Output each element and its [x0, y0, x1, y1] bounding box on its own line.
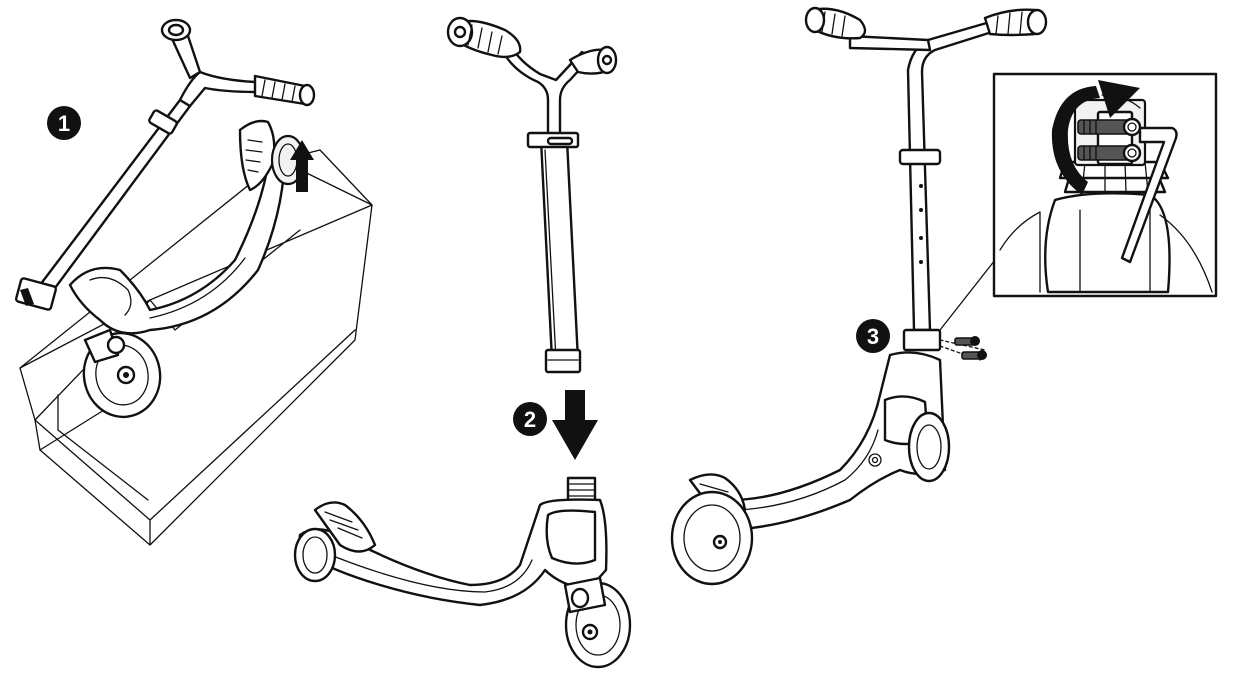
step-3-number: 3: [867, 324, 879, 349]
scooter-deck: [293, 476, 632, 669]
step-3-badge: 3: [856, 319, 890, 353]
rotate-arrow-icon: [1051, 80, 1141, 195]
assembled-handlebar: [804, 6, 1048, 352]
panel-step-1: 1: [14, 18, 373, 546]
stem-handlebar: [446, 16, 618, 374]
callout-leader-line: [939, 259, 996, 331]
step-1-number: 1: [58, 111, 70, 136]
folded-handlebar: [14, 18, 316, 311]
step-2-number: 2: [524, 407, 536, 432]
assembled-deck: [670, 351, 951, 586]
arrow-up-icon: [290, 140, 314, 192]
step-2-badge: 2: [513, 402, 547, 436]
panel-step-2: 2: [293, 16, 632, 669]
arrow-down-icon: [552, 390, 598, 460]
shipping-box: [19, 149, 373, 546]
bolts: [939, 336, 987, 361]
panel-step-3: 3: [670, 6, 1218, 586]
front-wheel: [82, 328, 162, 419]
step-1-badge: 1: [47, 106, 81, 140]
detail-inset: [992, 72, 1218, 298]
folded-deck: [68, 119, 306, 335]
hex-key-icon: [1120, 126, 1178, 264]
